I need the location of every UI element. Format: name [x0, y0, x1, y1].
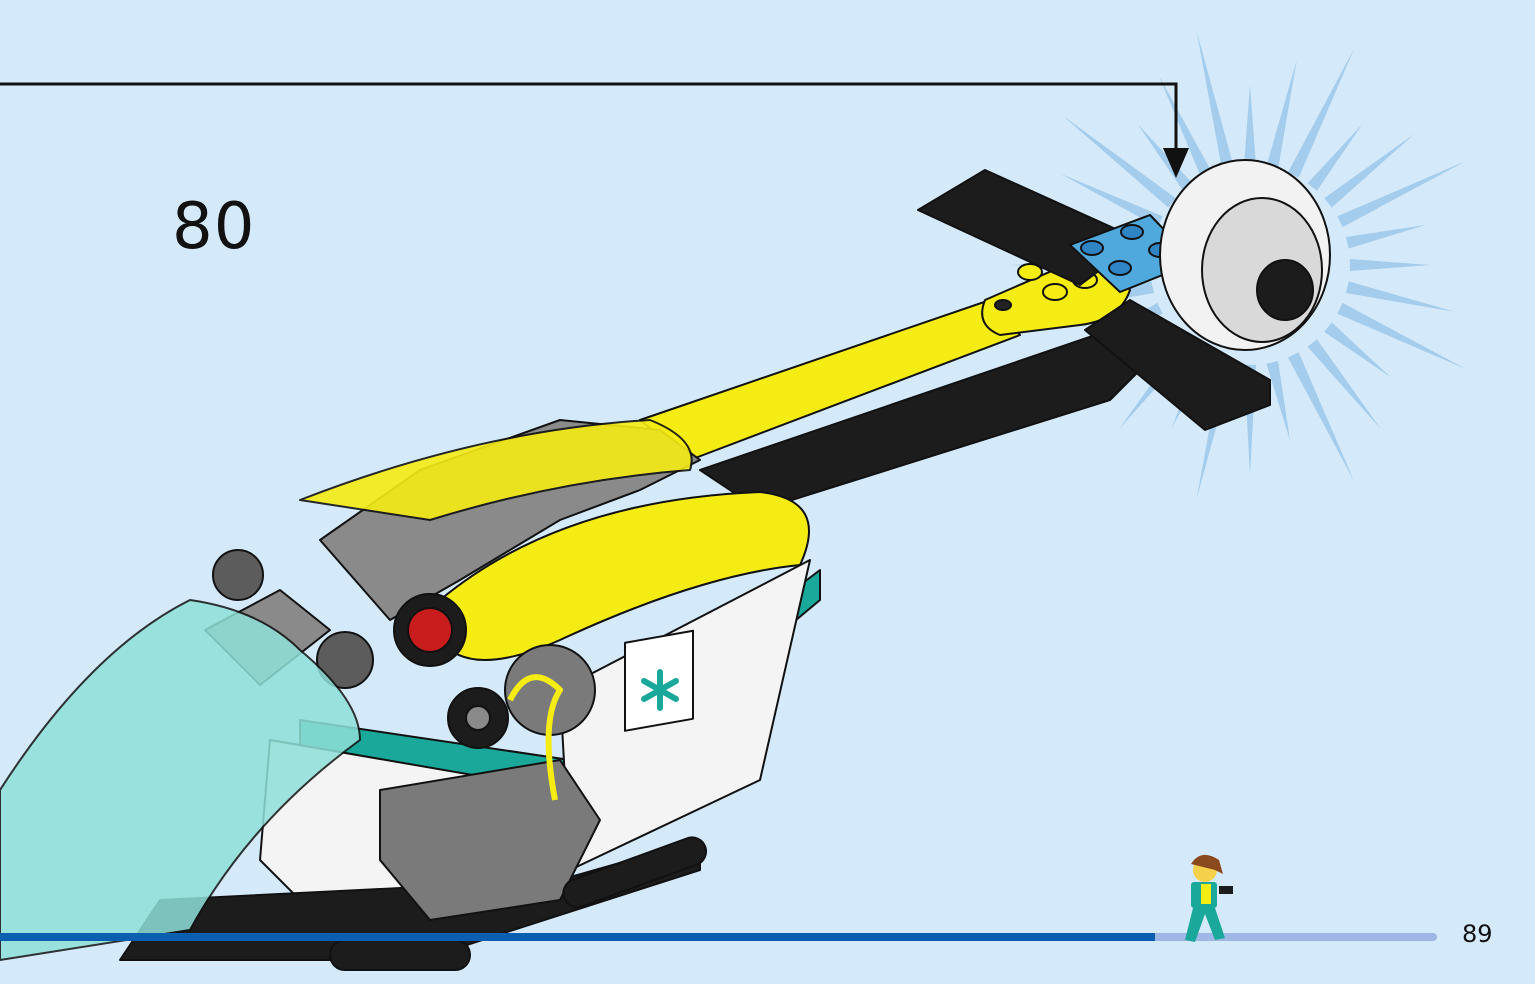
burst-ray [1244, 85, 1256, 166]
tail-rotor-hub [1256, 259, 1314, 321]
burst-ray [1060, 173, 1163, 228]
burst-ray [1158, 75, 1213, 178]
burst-ray [1287, 352, 1355, 482]
winch-hub [465, 705, 491, 731]
burst-ray [1345, 224, 1426, 249]
burst-ray [1196, 31, 1234, 170]
burst-ray [1137, 124, 1193, 191]
stud [1120, 224, 1144, 240]
engine-right [316, 631, 374, 689]
burst-ray [1337, 302, 1467, 370]
chassis-grey [379, 759, 601, 921]
winch-rope [507, 674, 563, 801]
stud [1080, 240, 1104, 256]
engine-red-ring-accent [407, 607, 453, 653]
medical-star-icon [641, 669, 679, 711]
engine-left [212, 549, 264, 601]
burst-ray [1266, 360, 1291, 441]
stud [1017, 263, 1043, 281]
burst-ray [1307, 124, 1363, 191]
stud-hole [994, 299, 1012, 311]
callout-arrow [0, 82, 1189, 178]
burst-ray [1345, 281, 1455, 312]
burst-ray [1307, 339, 1381, 430]
stabiliser-lower [1084, 299, 1271, 431]
burst-ray [1062, 115, 1176, 208]
step-number: 80 [172, 190, 256, 264]
burst-ray [1324, 134, 1415, 208]
burst-ray [1349, 259, 1430, 271]
skid-rear [562, 836, 708, 909]
burst-ray [1287, 48, 1355, 178]
helicopter-model [0, 159, 1331, 971]
minifigure-progress-marker [1185, 854, 1233, 942]
skid-front [329, 939, 471, 971]
page-number: 89 [1462, 920, 1493, 948]
burst-ray [1324, 322, 1391, 378]
stud [1042, 283, 1068, 301]
stud [1108, 260, 1132, 276]
canopy-glass [0, 599, 361, 961]
burst-ray [1266, 60, 1297, 170]
spine-yellow [299, 419, 693, 521]
burst-ray [1337, 160, 1467, 228]
